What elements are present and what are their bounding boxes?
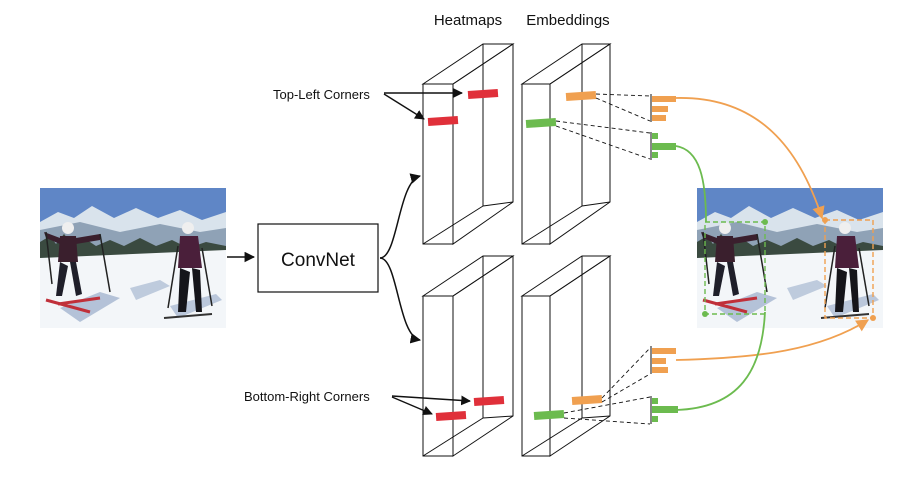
bottom-heatmap-volume (421, 255, 515, 457)
top-left-corners-label: Top-Left Corners (273, 87, 370, 102)
top-embedding-green (525, 117, 557, 129)
top-embedding-volume (520, 43, 612, 245)
top-heatmap-mark-2 (427, 115, 459, 127)
convnet-label: ConvNet (281, 250, 356, 271)
convnet-block: ConvNet (257, 223, 379, 293)
embeddings-header: Embeddings (526, 12, 609, 29)
top-projection-lines (555, 93, 651, 160)
top-heatmap-volume (421, 43, 515, 245)
bottom-green-histogram (650, 396, 678, 424)
arrow-convnet-to-top (379, 173, 422, 259)
output-image (695, 186, 885, 330)
bottom-embedding-green (533, 409, 565, 421)
bottom-embedding-orange (571, 394, 603, 406)
top-heatmap-mark-1 (467, 88, 499, 100)
bottom-embedding-volume (520, 255, 612, 457)
arrow-bottom-right-2 (391, 396, 433, 416)
arrow-bottom-right-1 (391, 395, 471, 406)
input-image (38, 186, 228, 330)
top-orange-histogram (650, 94, 676, 122)
bottom-heatmap-mark-1 (473, 395, 505, 407)
curve-bottom-green-to-output (675, 311, 766, 411)
bottom-orange-histogram (650, 346, 676, 374)
arrow-top-left-2 (383, 93, 425, 120)
top-green-histogram (650, 132, 676, 160)
arrow-convnet-to-bottom (379, 257, 422, 344)
curve-bottom-orange-to-output (675, 319, 870, 361)
heatmaps-header: Heatmaps (434, 12, 502, 29)
curve-top-green-to-output (675, 145, 707, 223)
bottom-right-corners-label: Bottom-Right Corners (244, 389, 370, 404)
curve-top-orange-to-output (675, 97, 825, 220)
bottom-heatmap-mark-2 (435, 410, 467, 422)
top-embedding-orange (565, 90, 597, 102)
bottom-projection-lines (563, 347, 651, 425)
